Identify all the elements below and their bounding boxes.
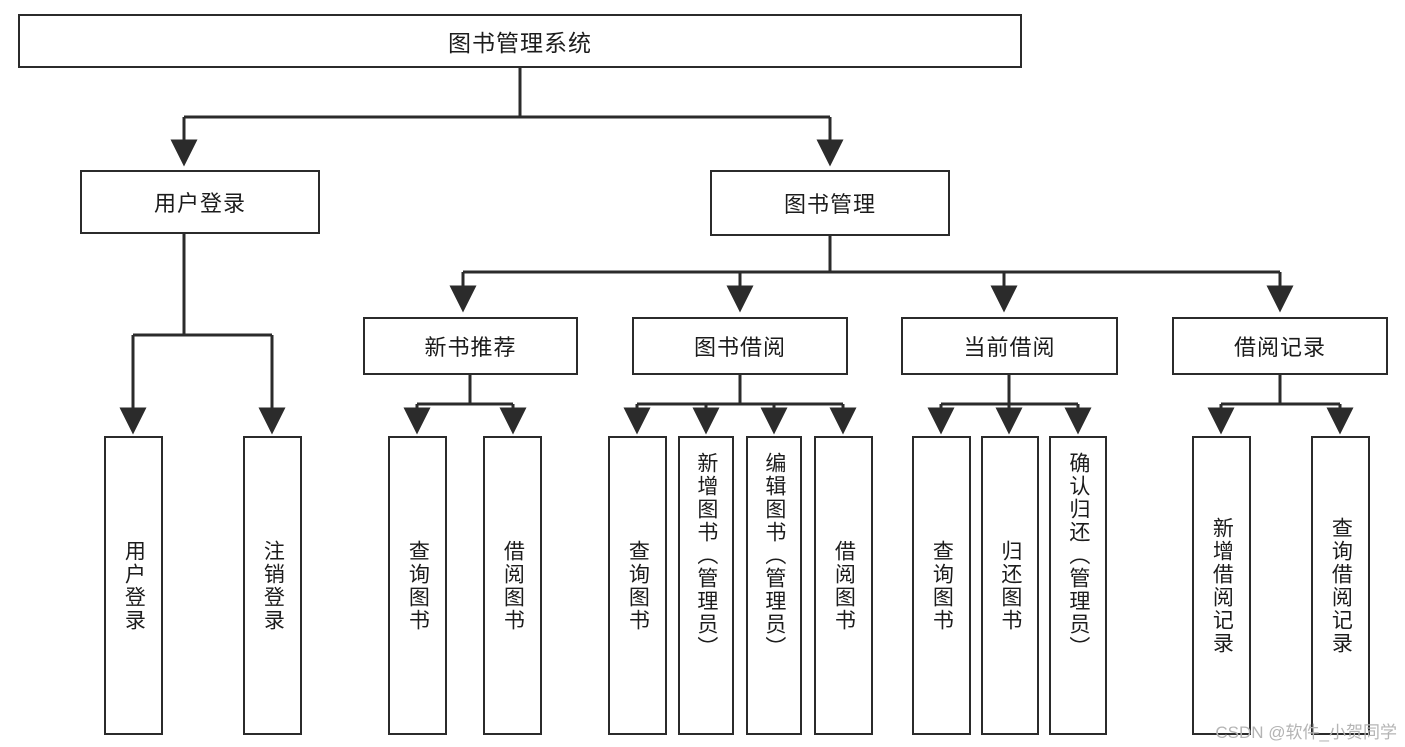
node-user-login[interactable]: 用户登录 [80, 170, 320, 234]
leaf-label: 注销登录 [261, 539, 285, 632]
node-label: 图书借阅 [693, 335, 786, 360]
leaf-label: 新增图书（管理员） [694, 452, 718, 659]
leaf-query-book-current[interactable]: 查询图书 [912, 436, 971, 735]
leaf-query-book-borrow[interactable]: 查询图书 [608, 436, 667, 735]
leaf-label: 编辑图书（管理员） [762, 452, 786, 659]
leaf-label: 确认归还（管理员） [1066, 452, 1090, 659]
node-label: 借阅记录 [1233, 335, 1326, 360]
node-label: 图书管理系统 [448, 30, 592, 56]
leaf-add-borrow-record[interactable]: 新增借阅记录 [1192, 436, 1251, 735]
leaf-label: 查询借阅记录 [1329, 516, 1353, 655]
leaf-borrow-book[interactable]: 借阅图书 [814, 436, 873, 735]
leaf-query-borrow-record[interactable]: 查询借阅记录 [1311, 436, 1370, 735]
leaf-borrow-book-recommend[interactable]: 借阅图书 [483, 436, 542, 735]
node-book-management[interactable]: 图书管理 [710, 170, 950, 236]
leaf-label: 借阅图书 [501, 539, 525, 632]
leaf-label: 查询图书 [406, 539, 430, 632]
node-label: 用户登录 [153, 191, 246, 216]
leaf-user-login[interactable]: 用户登录 [104, 436, 163, 735]
leaf-return-book[interactable]: 归还图书 [981, 436, 1039, 735]
leaf-label: 新增借阅记录 [1210, 516, 1234, 655]
node-root-book-management-system[interactable]: 图书管理系统 [18, 14, 1022, 68]
node-borrow-record[interactable]: 借阅记录 [1172, 317, 1388, 375]
leaf-label: 归还图书 [998, 539, 1022, 632]
node-label: 新书推荐 [424, 335, 517, 360]
leaf-query-book-recommend[interactable]: 查询图书 [388, 436, 447, 735]
leaf-user-logout[interactable]: 注销登录 [243, 436, 302, 735]
node-current-borrow[interactable]: 当前借阅 [901, 317, 1118, 375]
node-new-book-recommend[interactable]: 新书推荐 [363, 317, 578, 375]
leaf-label: 用户登录 [122, 539, 146, 632]
node-label: 图书管理 [783, 192, 876, 217]
leaf-add-book-admin[interactable]: 新增图书（管理员） [678, 436, 734, 735]
node-label: 当前借阅 [963, 335, 1056, 360]
node-book-borrow[interactable]: 图书借阅 [632, 317, 848, 375]
leaf-label: 借阅图书 [832, 539, 856, 632]
leaf-label: 查询图书 [626, 539, 650, 632]
leaf-confirm-return-admin[interactable]: 确认归还（管理员） [1049, 436, 1107, 735]
leaf-label: 查询图书 [930, 539, 954, 632]
leaf-edit-book-admin[interactable]: 编辑图书（管理员） [746, 436, 802, 735]
